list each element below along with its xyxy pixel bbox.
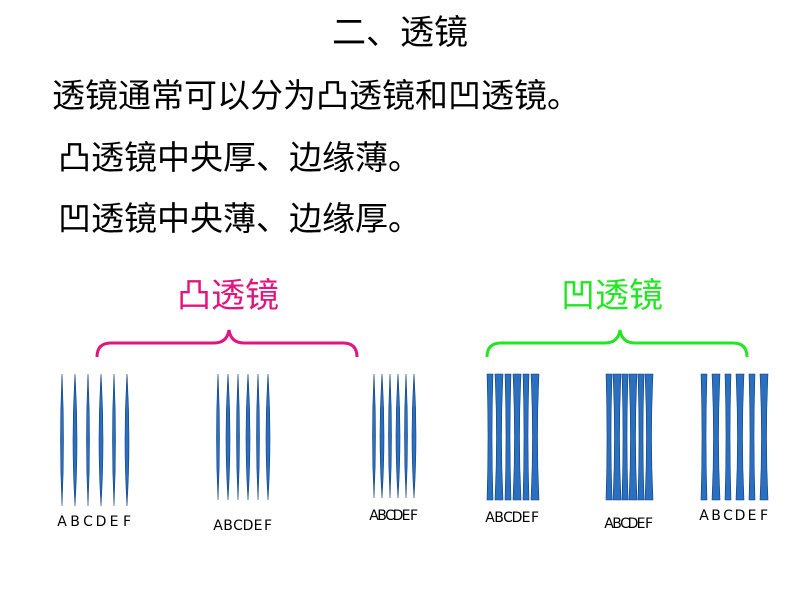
lens-a bbox=[372, 373, 376, 499]
lens-c bbox=[724, 373, 732, 501]
convex-brace bbox=[95, 329, 359, 358]
lens-b bbox=[612, 373, 622, 501]
lens-letter: E bbox=[637, 516, 646, 532]
lens-d bbox=[395, 373, 401, 499]
concave-brace bbox=[485, 329, 749, 358]
lens-f bbox=[644, 373, 654, 501]
lens-letter: B bbox=[70, 514, 80, 530]
lens-b bbox=[225, 373, 231, 501]
lens-letter: D bbox=[735, 508, 746, 524]
lens-letter: E bbox=[110, 514, 119, 530]
lens-e bbox=[748, 373, 756, 501]
lens-letter: B bbox=[711, 508, 721, 524]
lens-letter: E bbox=[748, 508, 757, 524]
lens-f bbox=[411, 373, 417, 499]
lens-c bbox=[504, 373, 512, 501]
lens-letter: B bbox=[377, 508, 387, 524]
lens-a bbox=[60, 373, 64, 507]
lens-c bbox=[86, 373, 90, 507]
lens-f bbox=[124, 373, 130, 507]
lens-e bbox=[256, 373, 260, 501]
lens-letter: B bbox=[612, 516, 622, 532]
lens-letter: F bbox=[760, 508, 768, 524]
convex-description: 凸透镜中央厚、边缘薄。 bbox=[58, 138, 421, 177]
lens-f bbox=[530, 373, 540, 501]
lens-d bbox=[628, 373, 638, 501]
lens-letter: D bbox=[393, 508, 404, 524]
lens-d bbox=[245, 373, 251, 501]
lens-letter: E bbox=[402, 508, 411, 524]
lens-e bbox=[404, 373, 408, 499]
lens-b bbox=[711, 373, 721, 501]
lens-letter: F bbox=[645, 516, 653, 532]
lens-d bbox=[735, 373, 745, 501]
lens-c bbox=[621, 373, 629, 501]
lens-letter: D bbox=[628, 516, 639, 532]
lens-letter: C bbox=[620, 516, 630, 532]
lens-a bbox=[216, 373, 220, 501]
lens-letter: A bbox=[213, 518, 223, 534]
lens-letter: C bbox=[723, 508, 733, 524]
intro-text: 透镜通常可以分为凸透镜和凹透镜。 bbox=[52, 76, 580, 115]
lens-c bbox=[236, 373, 240, 501]
lens-e bbox=[637, 373, 645, 501]
lens-letter: D bbox=[243, 518, 254, 534]
lens-e bbox=[112, 373, 116, 507]
lens-letter: C bbox=[503, 510, 513, 526]
concave-lens-label: 凹透镜 bbox=[561, 276, 663, 316]
lens-b bbox=[72, 373, 78, 507]
slide-title: 二、透镜 bbox=[332, 13, 468, 53]
lens-letter: E bbox=[522, 510, 531, 526]
lens-letter: A bbox=[604, 516, 614, 532]
lens-d bbox=[512, 373, 522, 501]
lens-letter: F bbox=[123, 514, 131, 530]
lens-letter: A bbox=[485, 510, 495, 526]
lens-letter: F bbox=[531, 510, 539, 526]
lens-a bbox=[486, 373, 494, 501]
lens-letter: F bbox=[410, 508, 418, 524]
lens-letter: C bbox=[83, 514, 93, 530]
lens-a bbox=[700, 373, 708, 501]
lens-letter: F bbox=[264, 518, 272, 534]
lens-b bbox=[494, 373, 504, 501]
convex-lens-label: 凸透镜 bbox=[177, 276, 279, 316]
lens-f bbox=[265, 373, 271, 501]
lens-letter: A bbox=[699, 508, 709, 524]
lens-a bbox=[605, 373, 613, 501]
lens-f bbox=[759, 373, 769, 501]
lens-letter: C bbox=[385, 508, 395, 524]
lens-letter: A bbox=[57, 514, 67, 530]
lens-letter: B bbox=[223, 518, 233, 534]
lens-e bbox=[522, 373, 530, 501]
concave-description: 凹透镜中央薄、边缘厚。 bbox=[58, 199, 421, 238]
lens-letter: D bbox=[96, 514, 107, 530]
lens-letter: D bbox=[512, 510, 523, 526]
lens-letter: E bbox=[254, 518, 263, 534]
lens-letter: B bbox=[494, 510, 504, 526]
lens-letter: A bbox=[369, 508, 379, 524]
lens-d bbox=[98, 373, 104, 507]
lens-letter: C bbox=[233, 518, 243, 534]
lens-c bbox=[388, 373, 392, 499]
lens-b bbox=[379, 373, 385, 499]
